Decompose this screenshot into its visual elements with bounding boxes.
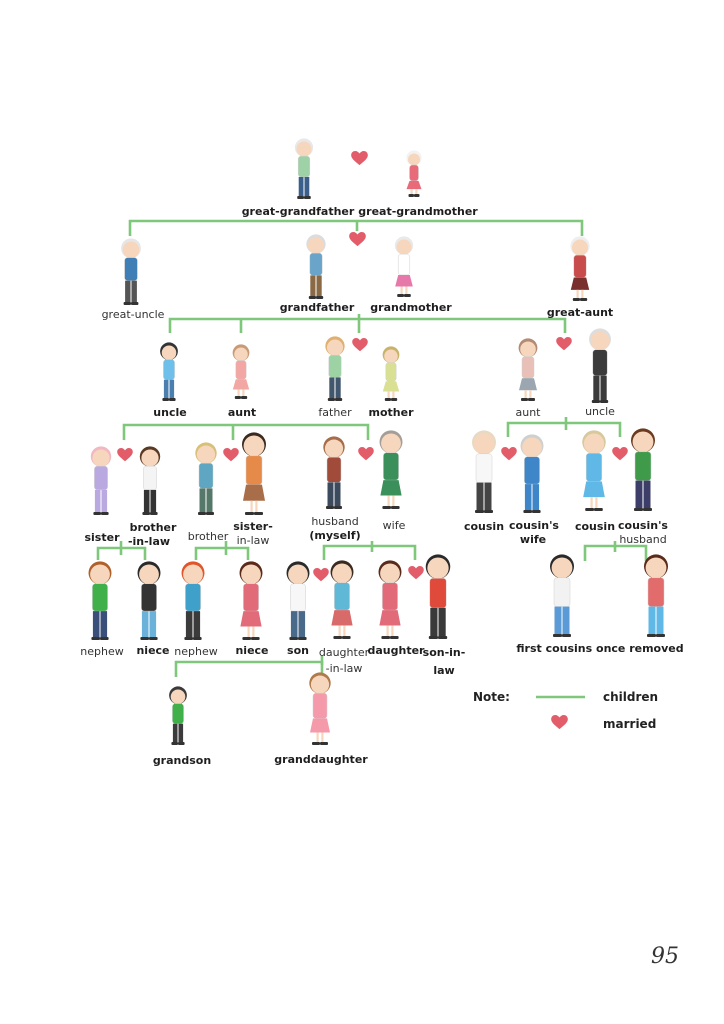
person-figure-great-uncle — [121, 238, 141, 305]
heart-icon — [117, 448, 133, 462]
label-cousins-husband-1: cousin's — [618, 519, 668, 532]
person-figure-granddaughter — [309, 672, 331, 745]
label-grandmother: grandmother — [370, 301, 452, 314]
label-cousins-wife-2: wife — [519, 533, 547, 546]
person-figure-wife — [379, 430, 403, 509]
label-mother: mother — [368, 406, 414, 419]
label-nephew-2: nephew — [174, 645, 218, 658]
heart-icon — [351, 151, 368, 166]
label-great-grandmother: great-grandmother — [358, 205, 478, 218]
person-figure-uncle — [160, 342, 178, 401]
label-grandfather: grandfather — [279, 301, 355, 314]
person-figure-uncle-2 — [589, 328, 611, 403]
legend-married: married — [603, 717, 657, 731]
person-figure-great-aunt — [570, 236, 590, 301]
label-sister-in-law-1: sister- — [233, 520, 273, 533]
children-lines — [96, 219, 648, 677]
person-figure-son — [286, 561, 310, 640]
person-figure-brother-in-law — [139, 446, 161, 515]
legend-children: children — [603, 690, 659, 704]
label-grandson: grandson — [152, 754, 212, 767]
person-figure-daughter — [378, 560, 402, 639]
label-niece-2: niece — [235, 644, 269, 657]
person-figure-grandfather — [306, 234, 326, 299]
heart-icon — [556, 337, 572, 351]
person-figure-niece — [137, 561, 161, 640]
label-great-aunt: great-aunt — [546, 306, 614, 319]
label-sister: sister — [84, 531, 120, 544]
label-wife: wife — [382, 519, 406, 532]
label-niece: niece — [136, 644, 170, 657]
person-figure-niece-2 — [239, 561, 263, 640]
person-figure-aunt-2 — [518, 338, 538, 401]
label-son-in-law-2: law — [433, 664, 455, 677]
label-daughter: daughter — [367, 644, 425, 657]
label-cousin-2: cousin — [574, 520, 616, 533]
person-figure-sister-in-law — [242, 432, 266, 515]
label-granddaughter: granddaughter — [274, 753, 368, 766]
legend-note: Note: — [473, 690, 510, 704]
label-cousins-wife-1: cousin's — [509, 519, 559, 532]
person-figure-son-in-law — [425, 554, 451, 639]
label-first-cousins-once-removed: first cousins once removed — [516, 642, 684, 655]
page-number: 95 — [651, 944, 679, 969]
heart-icon — [352, 338, 368, 352]
label-son-in-law-1: son-in- — [422, 646, 466, 659]
label-great-grandfather: great-grandfather — [241, 205, 355, 218]
person-figure-first-cousin-once-removed-1 — [550, 554, 574, 637]
label-brother: brother — [187, 530, 229, 543]
person-figure-great-grandmother — [406, 150, 422, 197]
label-daughter-in-law-2: -in-law — [325, 662, 363, 675]
label-cousins-husband-2: husband — [619, 533, 667, 546]
label-nephew: nephew — [80, 645, 124, 658]
person-figure-aunt — [232, 344, 250, 399]
person-figure-grandson — [169, 686, 187, 745]
person-figure-cousin — [472, 430, 496, 513]
label-aunt-2: aunt — [515, 406, 541, 419]
person-figure-nephew-2 — [181, 561, 205, 640]
heart-icon — [612, 447, 628, 461]
label-uncle: uncle — [153, 406, 187, 419]
label-cousin: cousin — [463, 520, 505, 533]
person-figure-brother — [195, 442, 217, 515]
heart-icon — [313, 568, 329, 582]
person-figure-cousin-2 — [582, 430, 606, 511]
person-figure-daughter-in-law — [330, 560, 354, 639]
heart-icon — [358, 447, 374, 461]
people-figures — [88, 138, 668, 745]
label-husband-2: (myself) — [309, 529, 361, 542]
person-figure-first-cousin-once-removed-2 — [644, 554, 668, 637]
label-great-uncle: great-uncle — [101, 308, 165, 321]
person-figure-father — [325, 336, 345, 401]
label-son: son — [287, 644, 309, 657]
heart-icon — [501, 447, 517, 461]
label-brother-in-law-1: brother — [129, 521, 177, 534]
label-father: father — [318, 406, 352, 419]
person-figure-grandmother — [394, 236, 414, 297]
person-figure-mother — [382, 346, 400, 401]
label-brother-in-law-2: -in-law — [127, 535, 171, 548]
label-daughter-in-law-1: daughter — [318, 646, 370, 659]
person-figure-cousins-wife — [520, 434, 544, 513]
person-figure-sister — [90, 446, 112, 515]
heart-icon — [551, 715, 568, 730]
heart-icon — [408, 566, 424, 580]
person-figure-cousins-husband — [631, 428, 655, 511]
person-figure-great-grandfather — [294, 138, 314, 199]
label-sister-in-law-2: in-law — [236, 534, 270, 547]
label-aunt: aunt — [227, 406, 257, 419]
label-uncle-2: uncle — [585, 405, 615, 418]
person-figure-nephew — [88, 561, 112, 640]
person-figure-husband — [323, 436, 345, 509]
label-husband-1: husband — [311, 515, 359, 528]
heart-icon — [223, 448, 239, 462]
heart-icon — [349, 232, 366, 247]
